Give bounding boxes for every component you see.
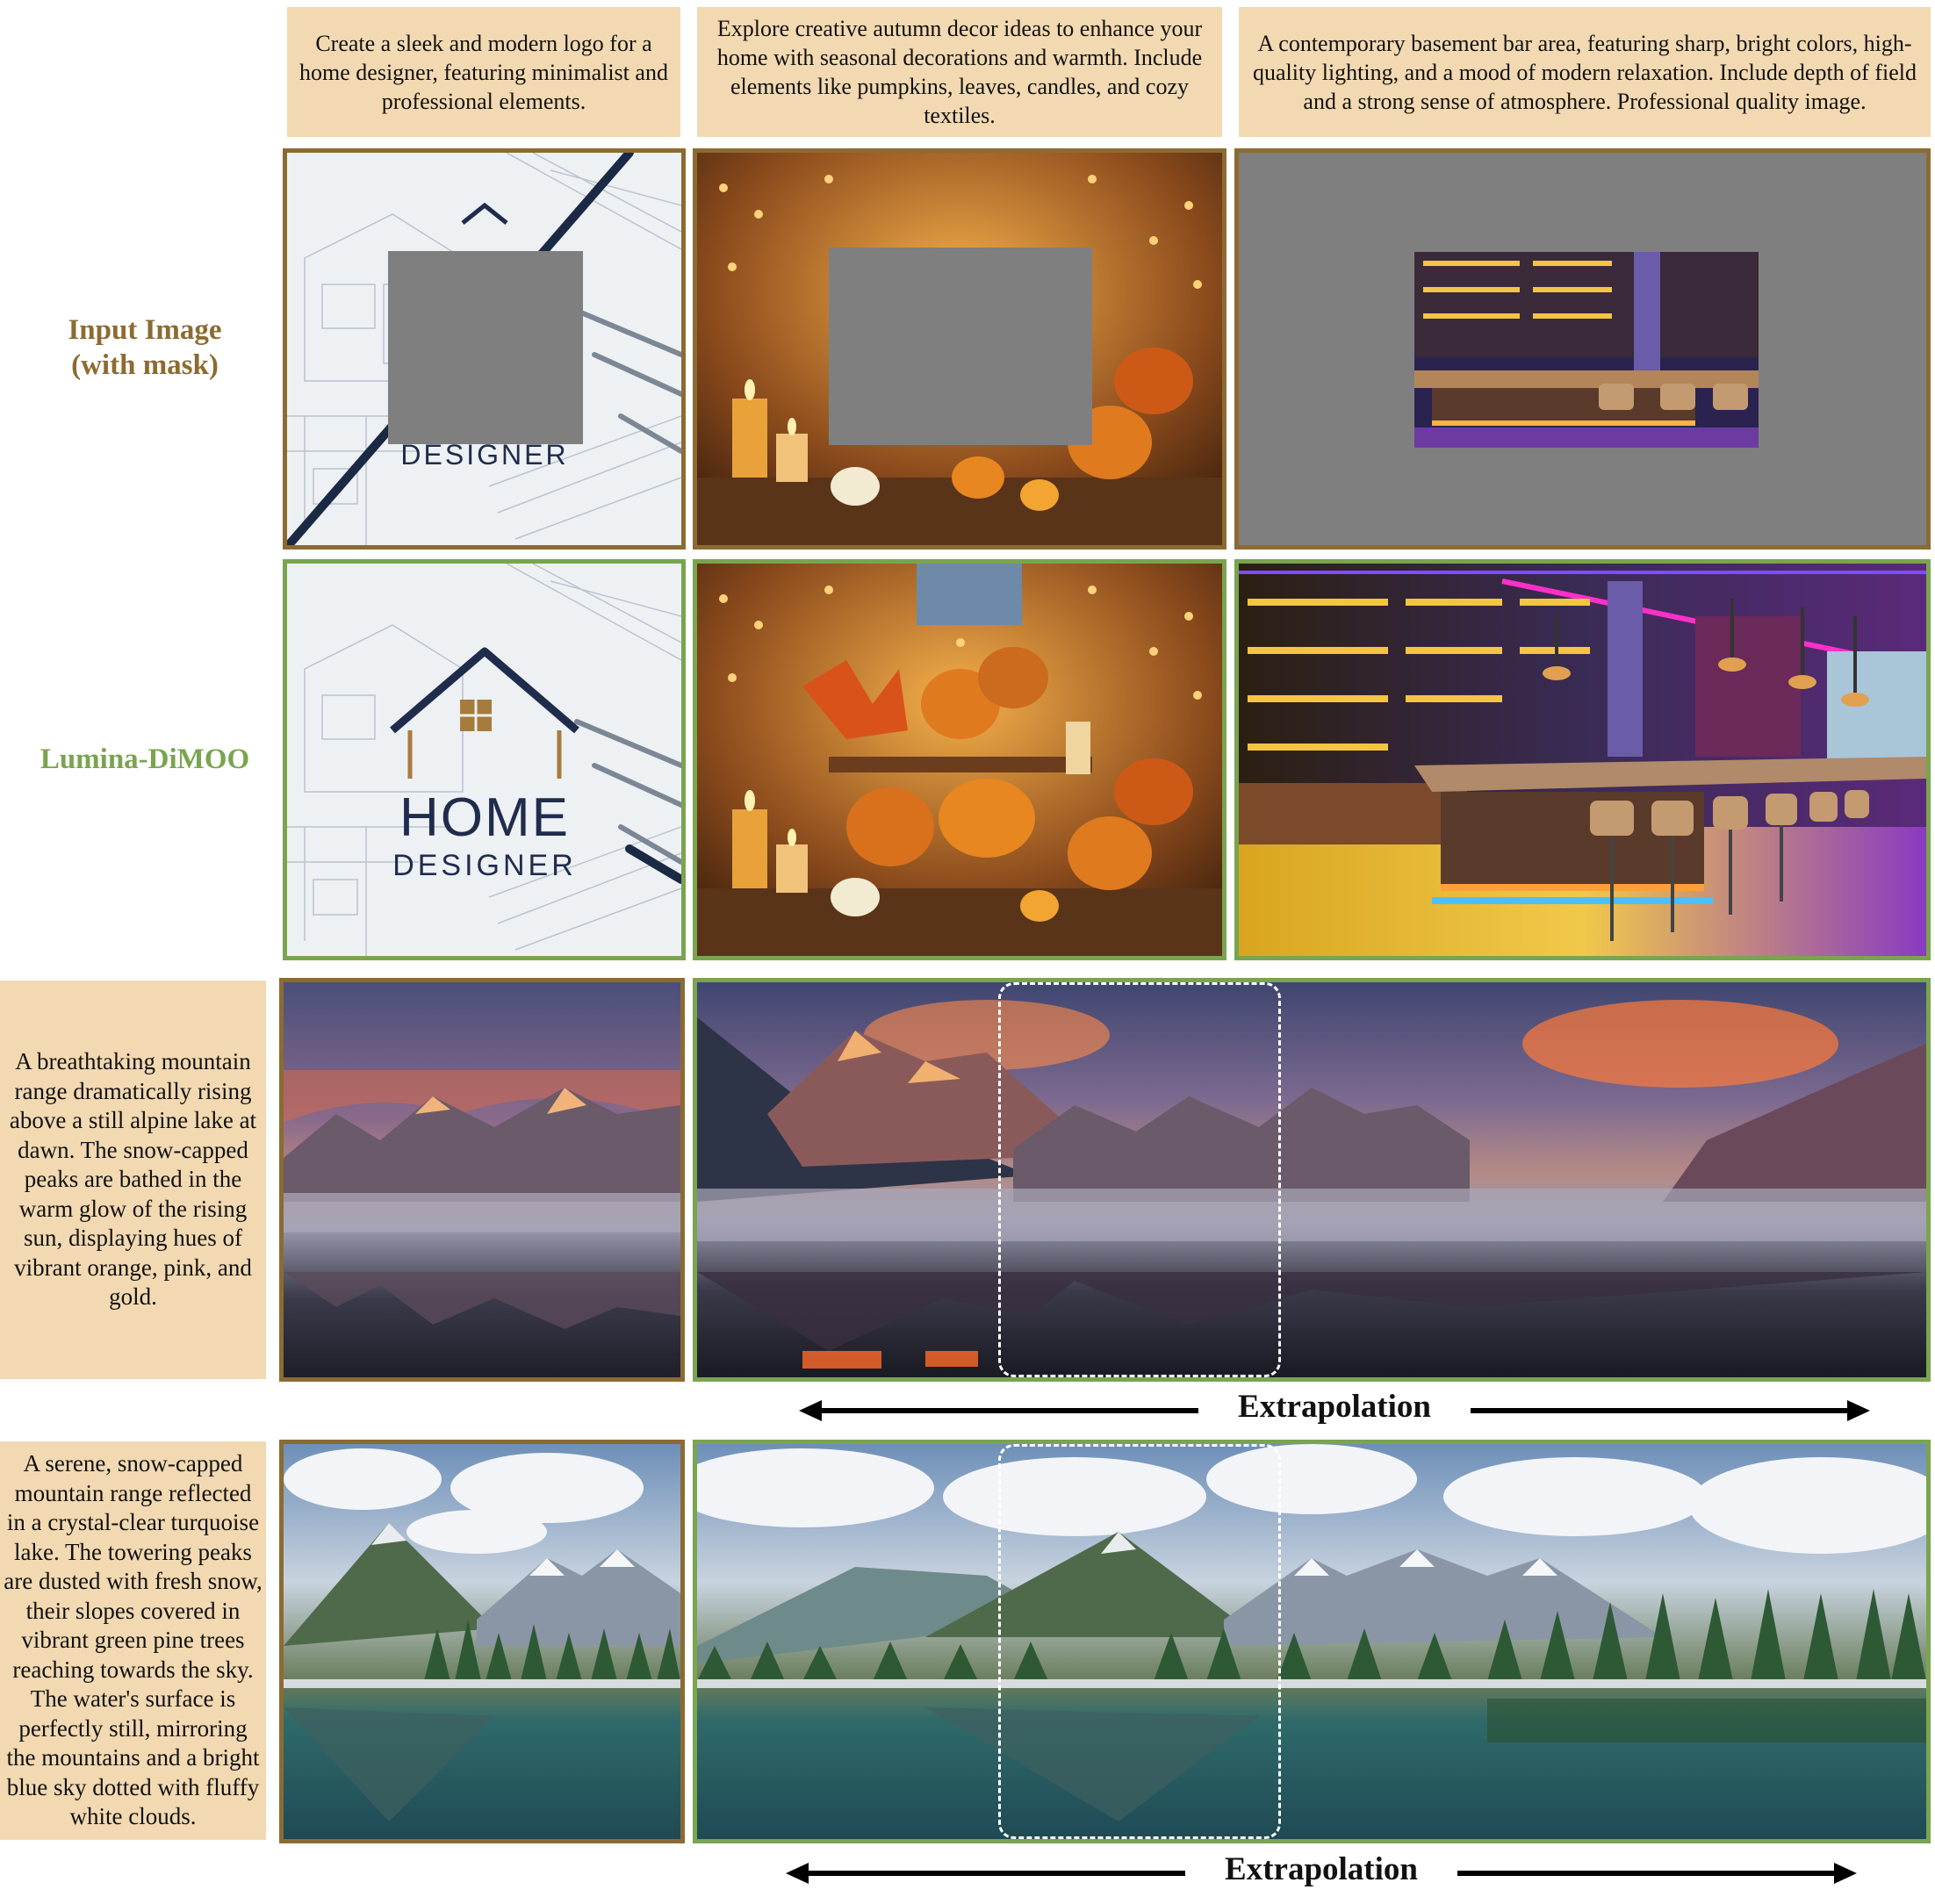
bar-output-image	[1239, 564, 1926, 956]
prompt-dawn: A breathtaking mountain range dramatical…	[0, 981, 266, 1379]
blueprint-logo-output-image: HOME DESIGNER	[287, 564, 681, 956]
bar-input-image	[1239, 153, 1926, 545]
input-image-autumn	[693, 148, 1226, 550]
dawn-input-image	[284, 982, 680, 1377]
output-image-autumn	[693, 559, 1226, 960]
extrapolated-image-dawn	[693, 978, 1931, 1382]
extrapolated-image-serene	[693, 1440, 1931, 1843]
mask-region	[829, 248, 1092, 445]
prompt-autumn: Explore creative autumn decor ideas to e…	[697, 7, 1222, 137]
extrapolation-arrow-dawn	[799, 1400, 1870, 1421]
house-logo-icon	[390, 647, 579, 779]
mask-region	[388, 251, 583, 444]
input-image-logo: DESIGNER	[283, 148, 686, 550]
blueprint-logo-input-image: DESIGNER	[287, 153, 681, 545]
extrapolation-label-dawn: Extrapolation	[1238, 1389, 1431, 1425]
extrapolation-label-serene: Extrapolation	[1225, 1851, 1418, 1887]
dawn-panorama-image	[697, 982, 1926, 1377]
logo-designer-text: DESIGNER	[392, 849, 577, 882]
output-image-logo: HOME DESIGNER	[283, 559, 686, 960]
output-image-bar	[1234, 559, 1931, 960]
serene-panorama-image	[697, 1444, 1926, 1839]
input-image-dawn	[279, 978, 685, 1382]
prompt-logo: Create a sleek and modern logo for a hom…	[287, 7, 680, 137]
prompt-serene: A serene, snow-capped mountain range ref…	[0, 1441, 266, 1840]
autumn-input-image	[697, 153, 1222, 545]
input-image-serene	[279, 1440, 685, 1843]
row-label-input: Input Image (with mask)	[68, 314, 222, 381]
prompt-bar: A contemporary basement bar area, featur…	[1239, 7, 1931, 137]
input-image-bar	[1234, 148, 1931, 550]
logo-home-text: HOME	[399, 787, 570, 848]
extrapolation-arrow-serene	[786, 1863, 1857, 1884]
autumn-output-image	[697, 564, 1222, 956]
serene-input-image	[284, 1444, 680, 1839]
row-label-model: Lumina-DiMOO	[40, 744, 250, 775]
